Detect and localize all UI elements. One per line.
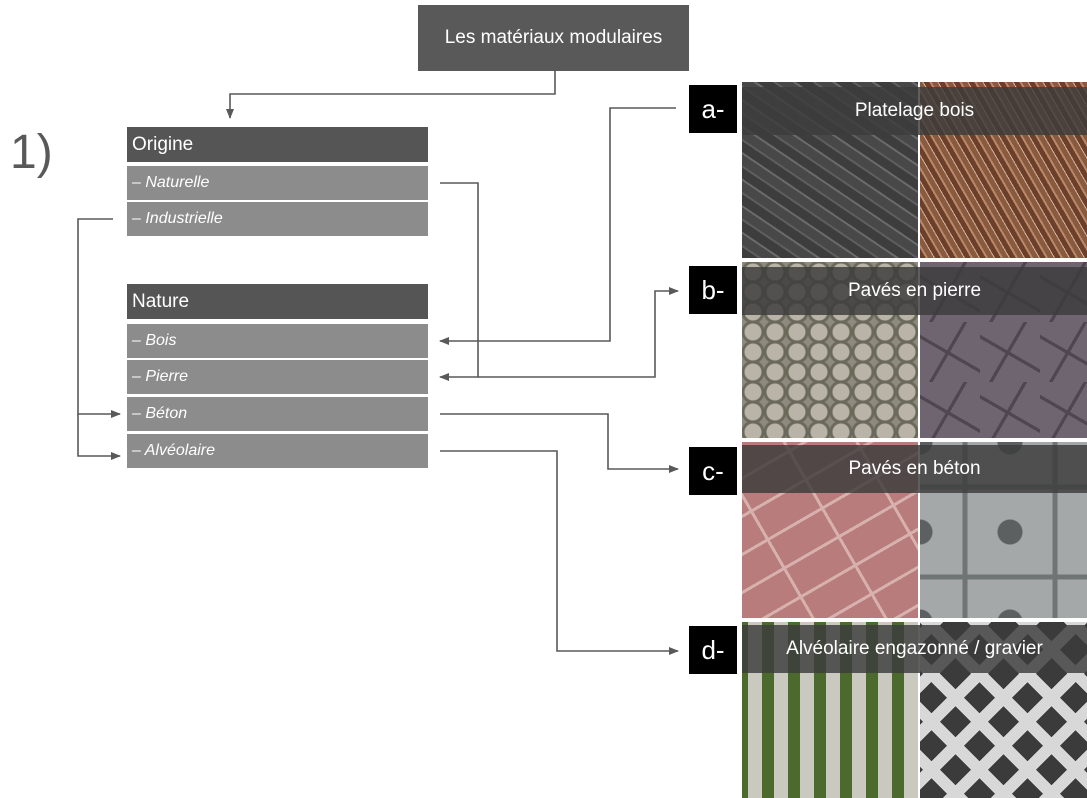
origine-item-naturelle: – Naturelle <box>127 166 428 200</box>
caption-c: Pavés en béton <box>742 445 1087 493</box>
caption-b: Pavés en pierre <box>742 267 1087 315</box>
letter-c: c- <box>689 447 737 495</box>
arrow-top-to-origine <box>226 71 556 119</box>
origine-item-industrielle: – Industrielle <box>127 202 428 236</box>
arrow-beton-to-c <box>440 413 679 473</box>
arrow-industrielle-to-alveolaire <box>77 414 121 460</box>
top-box-materials: Les matériaux modulaires <box>418 5 689 71</box>
arrow-industrielle-to-beton <box>77 218 121 418</box>
nature-item-bois: – Bois <box>127 324 428 358</box>
arrow-alveolaire-to-d <box>440 450 679 655</box>
letter-b: b- <box>689 266 737 314</box>
arrow-pierre-to-b <box>478 287 679 378</box>
nature-item-alveolaire: – Alvéolaire <box>127 434 428 468</box>
letter-d: d- <box>689 626 737 674</box>
caption-d: Alvéolaire engazonné / gravier <box>742 625 1087 673</box>
step-number: 1) <box>10 126 53 179</box>
nature-header: Nature <box>127 284 428 319</box>
arrow-naturelle-to-pierre <box>439 182 479 381</box>
letter-a: a- <box>689 85 737 133</box>
nature-item-pierre: – Pierre <box>127 360 428 394</box>
arrow-a-to-bois <box>439 107 676 345</box>
origine-header: Origine <box>127 127 428 162</box>
caption-a: Platelage bois <box>742 87 1087 135</box>
nature-item-beton: – Béton <box>127 397 428 431</box>
